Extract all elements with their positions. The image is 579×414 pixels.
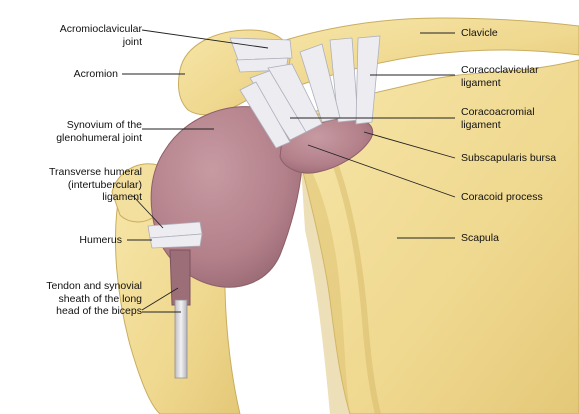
label-acromion: Acromion xyxy=(74,68,118,81)
label-coracoid-process: Coracoid process xyxy=(461,191,543,204)
label-coracoclavicular-ligament: Coracoclavicular ligament xyxy=(461,64,539,89)
label-transverse-humeral-ligament: Transverse humeral (intertubercular) lig… xyxy=(49,166,142,204)
transverse-humeral-ligament xyxy=(148,222,202,248)
label-clavicle: Clavicle xyxy=(461,27,498,40)
biceps-sheath xyxy=(170,250,190,305)
label-synovium: Synovium of the glenohumeral joint xyxy=(56,119,142,144)
label-biceps-tendon: Tendon and synovial sheath of the long h… xyxy=(46,280,142,318)
label-scapula: Scapula xyxy=(461,232,499,245)
label-coracoacromial-ligament: Coracoacromial ligament xyxy=(461,106,535,131)
label-humerus: Humerus xyxy=(79,234,122,247)
label-acromioclavicular-joint: Acromioclavicular joint xyxy=(60,23,142,48)
label-subscapularis-bursa: Subscapularis bursa xyxy=(461,152,556,165)
